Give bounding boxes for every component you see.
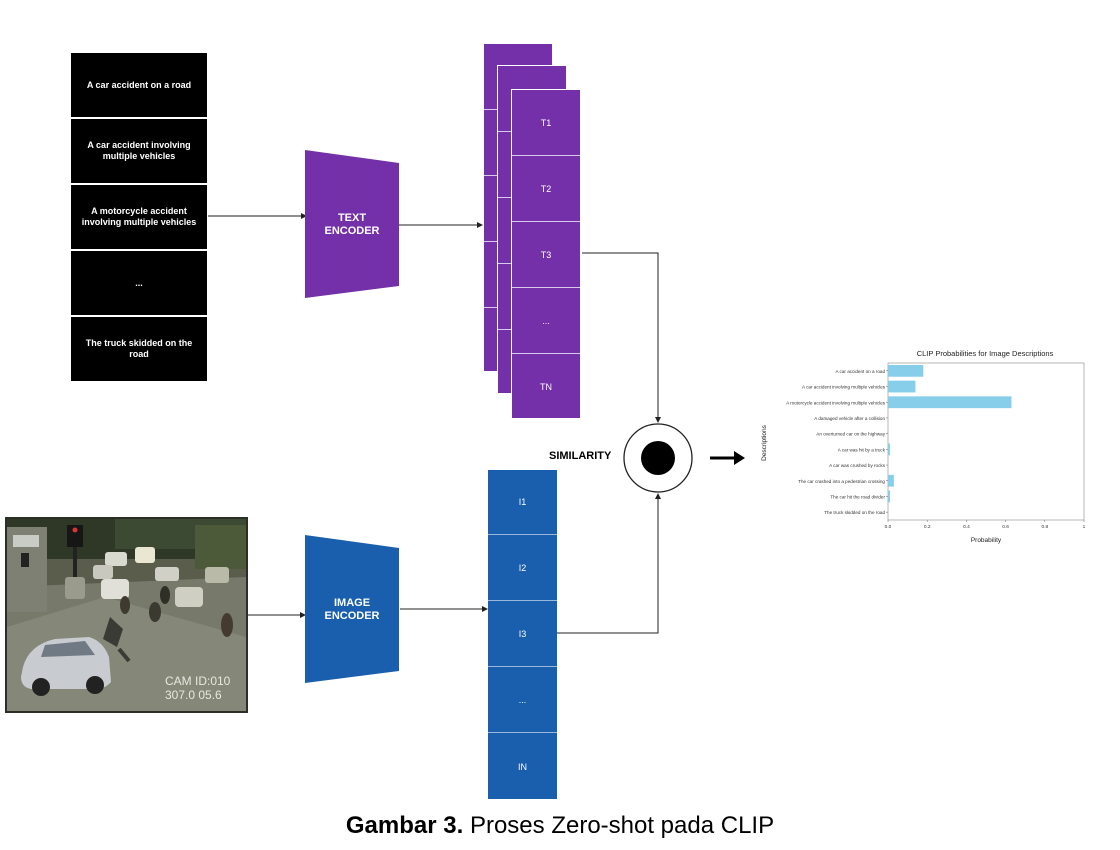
text-embedding-cell: T1	[512, 90, 580, 156]
text-embedding-cell: T2	[512, 156, 580, 222]
i3-to-similarity-arrow	[557, 493, 661, 634]
text-encoder-line1: TEXT	[337, 212, 367, 224]
text-embedding-label: T2	[540, 183, 552, 194]
chart-bar	[888, 443, 890, 456]
figure-caption: Gambar 3. Proses Zero-shot pada CLIP	[0, 812, 1120, 840]
prompt-text: A motorcycle accident involving multiple…	[81, 206, 197, 227]
chart-category-label: A car was hit by a truck	[838, 447, 886, 452]
y-axis-label: Descriptions	[761, 424, 768, 461]
prompt-text: The truck skidded on the road	[85, 338, 193, 359]
text-embedding-label: ...	[542, 315, 550, 326]
image-encoder-line1: IMAGE	[333, 597, 371, 609]
chart-bar	[888, 380, 916, 393]
dot-product-icon	[641, 441, 675, 475]
caption-label: Gambar 3.	[345, 812, 464, 839]
chart-category-label: The truck skidded on the road	[824, 510, 885, 515]
x-axis-label: Probability	[971, 537, 1002, 544]
chart-bar	[888, 490, 890, 503]
output-arrow-head	[734, 451, 745, 465]
image-embedding-label: I2	[518, 563, 527, 573]
chart-x-tick-label: 0.4	[963, 524, 970, 530]
prompt-text: ...	[135, 277, 143, 288]
text-encoder-label: TEXT ENCODER	[305, 212, 399, 238]
chart-category-label: A damaged vehicle after a collision	[814, 416, 885, 421]
chart-category-label: The car crashed into a pedestrian crossi…	[798, 479, 885, 484]
image-embedding-label: IN	[518, 761, 527, 772]
chart-category-label: The car hit the road divider	[830, 494, 885, 499]
image-encoder-shape	[305, 535, 399, 683]
chart-bar	[888, 474, 894, 487]
text-embedding-stack: T1 T2 T3 ... TN	[511, 89, 581, 419]
text-encoder-line2: ENCODER	[324, 225, 380, 237]
text-embedding-cell: ...	[512, 288, 580, 354]
image-embedding-cell: I2	[488, 536, 557, 601]
chart-x-tick-label: 0.0	[885, 524, 892, 530]
chart-category-label: A motorcycle accident involving multiple…	[786, 400, 886, 405]
image-embedding-label: I3	[518, 629, 527, 639]
prompt-box: The truck skidded on the road	[71, 317, 207, 381]
prompt-box: A car accident involving multiple vehicl…	[71, 119, 207, 183]
image-embedding-cell: I1	[488, 470, 557, 535]
chart-x-tick-label: 0.2	[924, 524, 931, 530]
image-embedding-cell: IN	[488, 734, 557, 799]
chart-category-label: A car accident involving multiple vehicl…	[802, 385, 886, 390]
prompt-text: A car accident on a road	[86, 79, 192, 90]
image-embedding-cell: ...	[488, 668, 557, 733]
chart-x-tick-label: 0.8	[1041, 524, 1048, 530]
text-embedding-cell: T3	[512, 222, 580, 288]
image-encoder-line2: ENCODER	[324, 610, 380, 622]
plot-area	[887, 362, 1085, 521]
t3-to-similarity-arrow	[582, 252, 661, 423]
chart-x-tick-label: 0.6	[1002, 524, 1009, 530]
chart-bar	[888, 364, 924, 377]
chart-title: CLIP Probabilities for Image Description…	[917, 349, 1054, 358]
text-embedding-label: T1	[540, 117, 552, 128]
prompt-text: A car accident involving multiple vehicl…	[87, 140, 191, 161]
chart-category-label: A car accident on a road	[835, 369, 885, 374]
text-embedding-label: T3	[540, 249, 552, 260]
camera-overlay-line1: CAM ID:010	[165, 674, 231, 688]
text-embedding-cell: TN	[512, 354, 580, 420]
chart-x-tick-label: 1	[1083, 524, 1086, 530]
chart-category-label: A car was crushed by rocks	[829, 463, 886, 468]
prompt-box: A motorcycle accident involving multiple…	[71, 185, 207, 249]
caption-text: Proses Zero-shot pada CLIP	[463, 812, 775, 839]
camera-overlay-line2: 307.0 05.6	[165, 688, 222, 702]
image-embedding-label: I1	[518, 497, 527, 507]
chart-bar	[888, 396, 1012, 409]
text-embedding-label: TN	[540, 382, 552, 392]
traffic-camera-image: CAM ID:010 307.0 05.6	[5, 517, 248, 713]
text-encoder-shape	[305, 150, 399, 298]
clip-probability-chart: CLIP Probabilities for Image Description…	[760, 343, 1100, 548]
image-encoder-label: IMAGE ENCODER	[305, 597, 399, 623]
similarity-label: SIMILARITY	[549, 450, 612, 462]
chart-category-label: An overturned car on the highway	[816, 432, 885, 437]
prompt-box: ...	[71, 251, 207, 315]
image-embedding-label: ...	[518, 695, 527, 705]
image-embedding-cell: I3	[488, 602, 557, 667]
prompt-box: A car accident on a road	[71, 53, 207, 117]
image-embedding-stack: I1 I2 I3 ... IN	[488, 470, 557, 799]
